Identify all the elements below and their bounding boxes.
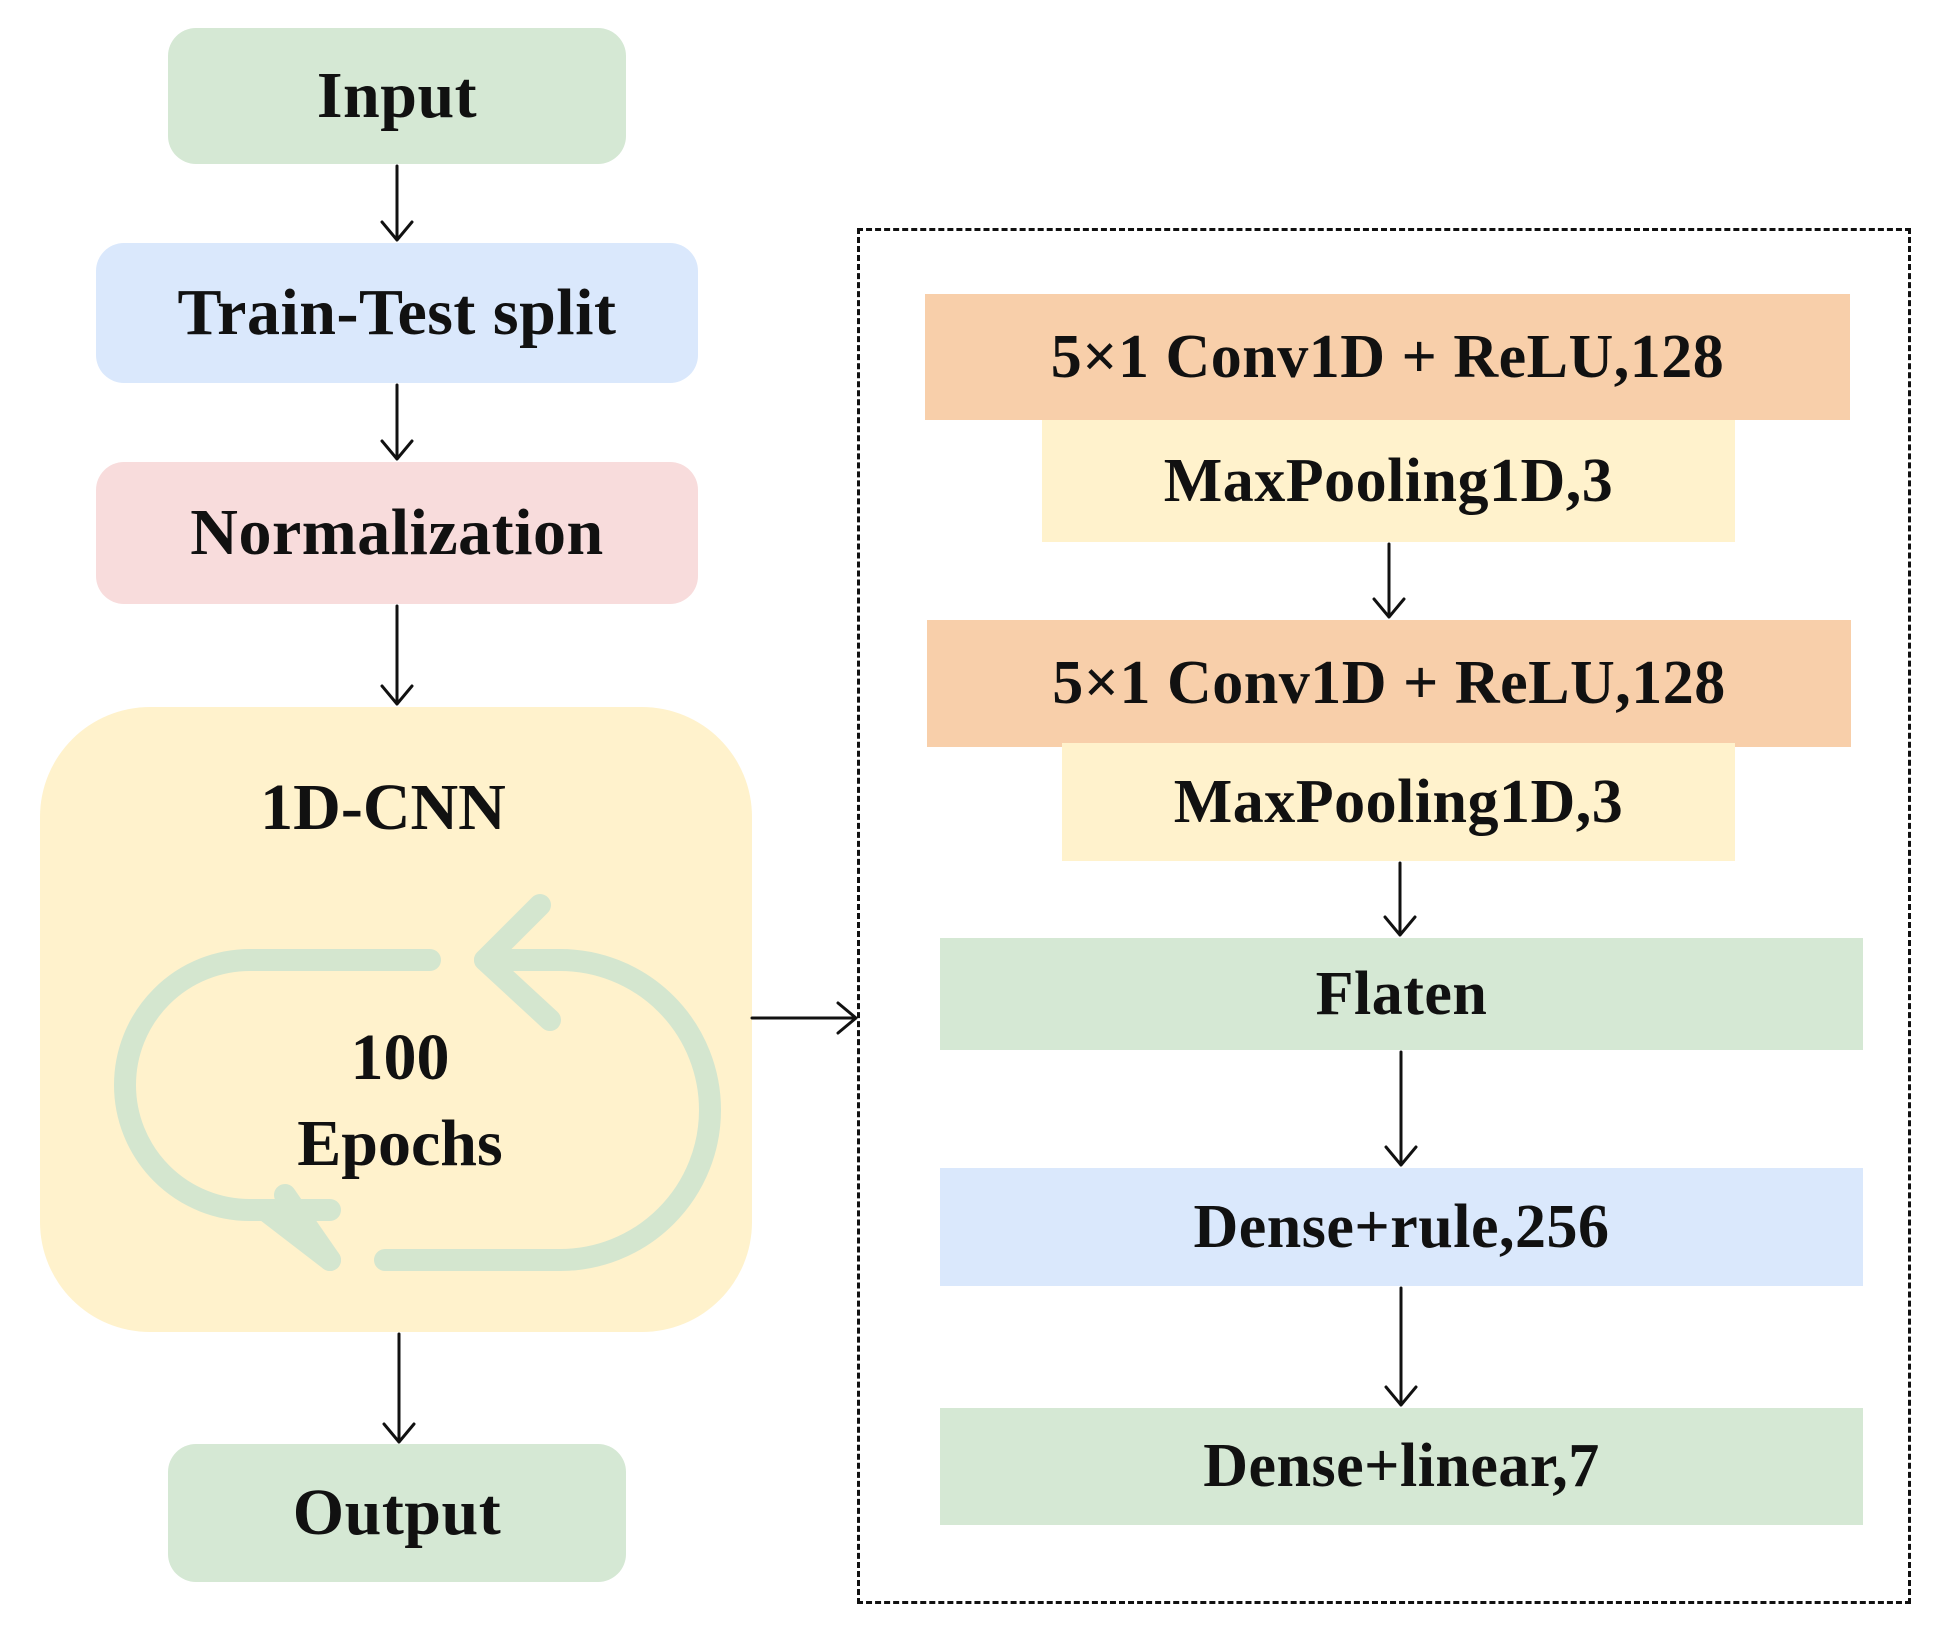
output-node: Output <box>168 1444 626 1582</box>
normalization-label: Normalization <box>190 496 604 569</box>
maxpooling-layer-1: MaxPooling1D,3 <box>1042 420 1735 542</box>
maxpooling-layer-1-label: MaxPooling1D,3 <box>1163 446 1614 515</box>
dense-layer-2-label: Dense+linear,7 <box>1203 1432 1600 1500</box>
epochs-unit-label: Epochs <box>297 1107 503 1180</box>
conv1d-layer-2-label: 5×1 Conv1D + ReLU,128 <box>1052 649 1726 717</box>
cnn-block <box>40 707 752 1332</box>
dense-layer-1-label: Dense+rule,256 <box>1193 1192 1610 1261</box>
arrow-cnn-to-output <box>382 1332 416 1444</box>
flatten-layer: Flaten <box>940 938 1863 1050</box>
split-label: Train-Test split <box>177 276 617 349</box>
arrow-pool2-to-flatten <box>1383 861 1417 937</box>
dense-layer-1: Dense+rule,256 <box>940 1168 1863 1286</box>
arrow-normalization-to-cnn <box>380 604 414 706</box>
normalization-node: Normalization <box>96 462 698 604</box>
arrow-flatten-to-dense1 <box>1384 1050 1418 1167</box>
arrow-cnn-to-architecture <box>750 1001 858 1035</box>
conv1d-layer-2: 5×1 Conv1D + ReLU,128 <box>927 620 1851 747</box>
maxpooling-layer-2: MaxPooling1D,3 <box>1062 743 1735 861</box>
conv1d-layer-1: 5×1 Conv1D + ReLU,128 <box>925 294 1850 420</box>
input-label: Input <box>316 59 478 132</box>
arrow-dense1-to-dense2 <box>1384 1286 1418 1407</box>
maxpooling-layer-2-label: MaxPooling1D,3 <box>1173 767 1624 836</box>
epochs-count: 100 <box>350 1021 450 1094</box>
input-node: Input <box>168 28 626 164</box>
conv1d-layer-1-label: 5×1 Conv1D + ReLU,128 <box>1050 322 1725 391</box>
arrow-split-to-normalization <box>380 383 414 461</box>
train-test-split-node: Train-Test split <box>96 243 698 383</box>
arrow-input-to-split <box>380 164 414 242</box>
flatten-layer-label: Flaten <box>1315 959 1488 1028</box>
cnn-title: 1D-CNN <box>260 771 506 844</box>
output-label: Output <box>292 1476 502 1549</box>
architecture-frame <box>857 228 1911 1604</box>
arrow-pool1-to-conv2 <box>1372 542 1406 619</box>
dense-layer-2: Dense+linear,7 <box>940 1408 1863 1525</box>
